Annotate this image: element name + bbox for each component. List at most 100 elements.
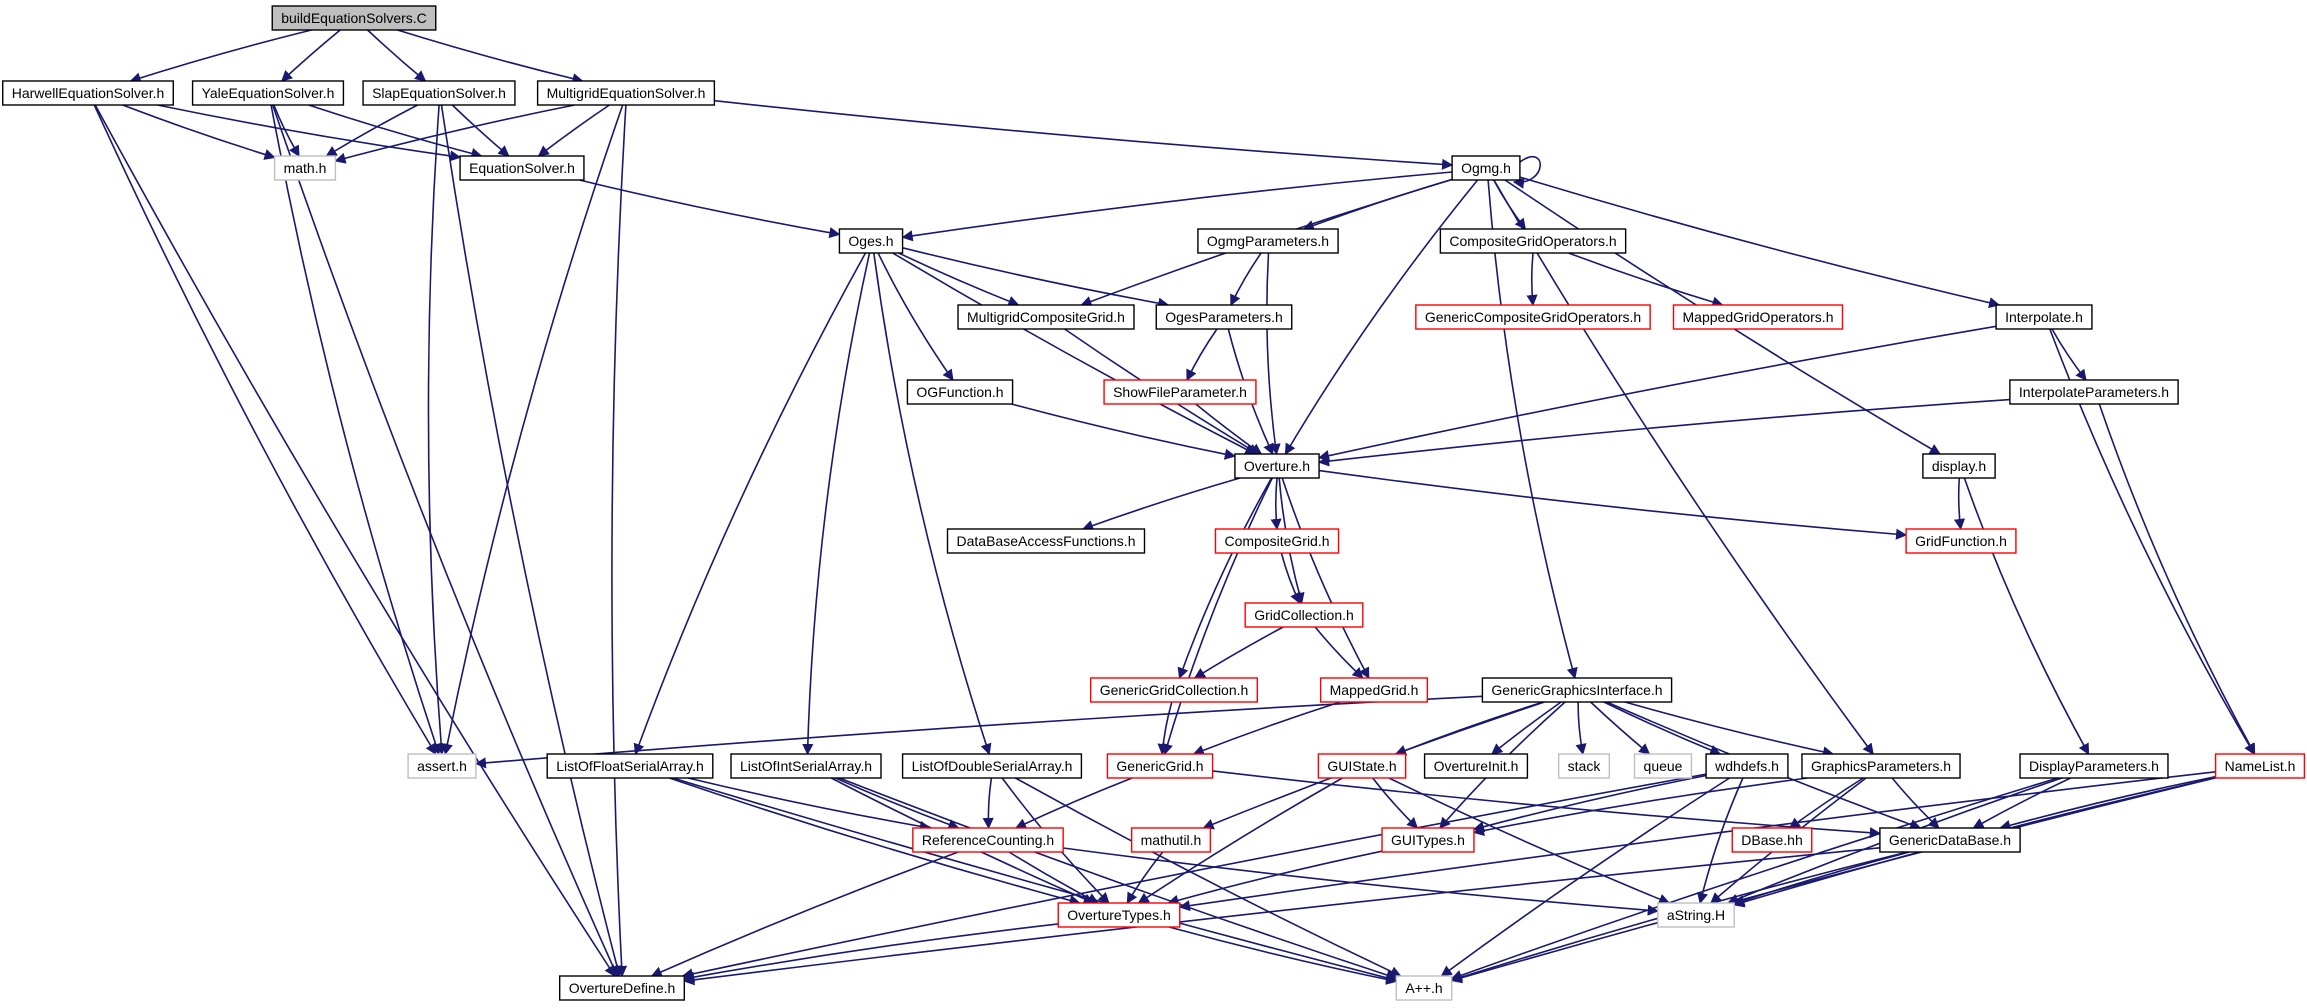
node-showfileparameter-h[interactable]: ShowFileParameter.h [1103,379,1257,405]
node-box [957,304,1135,330]
edge [441,104,624,756]
node-overturedefine-h[interactable]: OvertureDefine.h [558,975,686,1001]
node-stack[interactable]: stack [1557,753,1611,779]
node-box [1319,677,1429,703]
node-listofdoubleserialarray-h[interactable]: ListOfDoubleSerialArray.h [901,753,1083,779]
node-box [1481,677,1673,703]
node-databaseaccessfunctions-h[interactable]: DataBaseAccessFunctions.h [946,528,1146,554]
edge [1270,477,1282,531]
node-guistate-h[interactable]: GUIState.h [1317,753,1407,779]
node-a-h[interactable]: A++.h [1395,975,1453,1001]
node-label: GridCollection.h [1254,607,1354,623]
node-astring-h[interactable]: aString.H [1657,902,1735,928]
edge [1063,847,1659,916]
edge [1281,477,1370,679]
edge [714,99,1454,170]
node-box [1995,304,2093,330]
node-genericgridcollection-h[interactable]: GenericGridCollection.h [1089,677,1259,703]
node-wdhdefs-h[interactable]: wdhdefs.h [1705,753,1789,779]
node-graphicsparameters-h[interactable]: GraphicsParameters.h [1801,753,1961,779]
edge [1230,252,1262,307]
node-box [838,228,904,254]
node-box [1657,902,1735,928]
node-ogesparameters-h[interactable]: OgesParameters.h [1155,304,1293,330]
edge [1733,851,1910,906]
node-label: OvertureDefine.h [569,980,676,996]
node-overtureinit-h[interactable]: OvertureInit.h [1423,753,1529,779]
node-gridcollection-h[interactable]: GridCollection.h [1244,602,1364,628]
edge [1440,777,1730,977]
node-gridfunction-h[interactable]: GridFunction.h [1905,528,2017,554]
node-mappedgridoperators-h[interactable]: MappedGridOperators.h [1672,304,1844,330]
node-multigridequationsolver-h[interactable]: MultigridEquationSolver.h [536,80,716,106]
node-label: stack [1568,758,1602,774]
node-label: ShowFileParameter.h [1113,384,1247,400]
node-label: GraphicsParameters.h [1811,758,1951,774]
edge [1953,477,1966,531]
node-oges-h[interactable]: Oges.h [838,228,904,254]
node-box [2009,379,2179,405]
node-ogfunction-h[interactable]: OGFunction.h [906,379,1014,405]
node-multigridcompositegrid-h[interactable]: MultigridCompositeGrid.h [957,304,1135,330]
node-label: SlapEquationSolver.h [372,85,506,101]
node-queue[interactable]: queue [1633,753,1693,779]
node-overture-h[interactable]: Overture.h [1234,453,1320,479]
node-assert-h[interactable]: assert.h [407,753,477,779]
node-math-h[interactable]: math.h [273,155,337,181]
node-yaleequationsolver-h[interactable]: YaleEquationSolver.h [191,80,345,106]
node-interpolateparameters-h[interactable]: InterpolateParameters.h [2009,379,2179,405]
node-display-h[interactable]: display.h [1922,453,1996,479]
edge [157,104,462,162]
edge [902,247,1170,309]
node-dbase-hh[interactable]: DBase.hh [1731,827,1813,853]
edge [1318,469,1908,540]
node-compositegrid-h[interactable]: CompositeGrid.h [1214,528,1340,554]
node-label: ListOfDoubleSerialArray.h [912,758,1073,774]
node-interpolate-h[interactable]: Interpolate.h [1995,304,2093,330]
node-harwellequationsolver-h[interactable]: HarwellEquationSolver.h [2,80,174,106]
node-genericcompositegridoperators-h[interactable]: GenericCompositeGridOperators.h [1415,304,1651,330]
edge [1493,179,1874,755]
node-guitypes-h[interactable]: GUITypes.h [1381,827,1475,853]
node-equationsolver-h[interactable]: EquationSolver.h [459,155,585,181]
node-ogmgparameters-h[interactable]: OgmgParameters.h [1197,228,1339,254]
node-label: EquationSolver.h [469,160,575,176]
edge [325,104,418,157]
node-box [1234,453,1320,479]
node-namelist-h[interactable]: NameList.h [2214,753,2306,779]
node-compositegridoperators-h[interactable]: CompositeGridOperators.h [1439,228,1627,254]
node-label: mathutil.h [1141,832,1202,848]
node-listofintserialarray-h[interactable]: ListOfIntSerialArray.h [730,753,882,779]
node-mathutil-h[interactable]: mathutil.h [1130,827,1212,853]
node-label: OvertureInit.h [1434,758,1519,774]
node-box [1557,753,1611,779]
node-box [273,155,337,181]
edge [683,847,1880,986]
node-genericgrid-h[interactable]: GenericGrid.h [1106,753,1214,779]
node-box [1922,453,1996,479]
node-genericdatabase-h[interactable]: GenericDataBase.h [1879,827,2021,853]
node-label: wdhdefs.h [1714,758,1779,774]
node-label: DBase.hh [1741,832,1802,848]
node-box [1633,753,1693,779]
edge [1192,701,1341,756]
node-genericgraphicsinterface-h[interactable]: GenericGraphicsInterface.h [1481,677,1673,703]
node-box [407,753,477,779]
node-overturetypes-h[interactable]: OvertureTypes.h [1057,902,1181,928]
edge [122,104,276,160]
node-ogmg-h[interactable]: Ogmg.h [1451,155,1521,181]
edge [93,104,437,755]
node-box [1244,602,1364,628]
node-box [1214,528,1340,554]
node-label: GenericDataBase.h [1889,832,2011,848]
node-listoffloatserialarray-h[interactable]: ListOfFloatSerialArray.h [546,753,714,779]
node-referencecounting-h[interactable]: ReferenceCounting.h [912,827,1064,853]
node-displayparameters-h[interactable]: DisplayParameters.h [2019,753,2169,779]
node-mappedgrid-h[interactable]: MappedGrid.h [1319,677,1429,703]
edge [1317,398,2010,467]
node-slapequationsolver-h[interactable]: SlapEquationSolver.h [362,80,516,106]
node-box [1415,304,1651,330]
node-label: A++.h [1405,980,1442,996]
node-buildequationsolvers-c[interactable]: buildEquationSolvers.C [271,5,437,31]
edge [1512,155,1541,189]
